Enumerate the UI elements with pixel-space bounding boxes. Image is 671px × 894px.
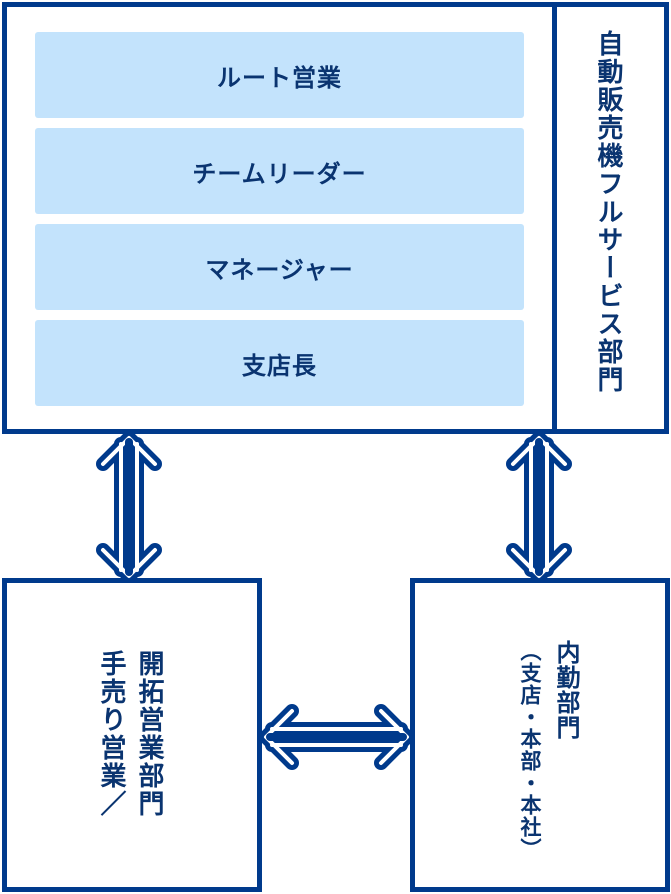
double-arrow-left-vertical-icon bbox=[96, 431, 162, 583]
office-department-line1: 内勤部門 bbox=[552, 640, 580, 740]
department-label: 自動販売機フルサービス部門 bbox=[593, 30, 623, 394]
double-arrow-horizontal-icon bbox=[259, 704, 414, 770]
office-department-line2: （支店・本部・本社） bbox=[518, 640, 542, 860]
office-department-label: 内勤部門 （支店・本部・本社） bbox=[512, 640, 584, 860]
fullservice-department-box: ルート営業 チームリーダー マネージャー 支店長 bbox=[2, 2, 669, 434]
sales-department-line1: 開拓営業部門 bbox=[134, 650, 164, 818]
role-route-sales: ルート営業 bbox=[35, 32, 524, 118]
role-branch-manager: 支店長 bbox=[35, 320, 524, 406]
sales-department-label: 開拓営業部門 手売り営業／ bbox=[92, 650, 168, 818]
role-team-leader: チームリーダー bbox=[35, 128, 524, 214]
sales-department-line2: 手売り営業／ bbox=[96, 650, 126, 818]
double-arrow-right-vertical-icon bbox=[506, 431, 572, 583]
role-manager: マネージャー bbox=[35, 224, 524, 310]
department-divider bbox=[552, 7, 557, 429]
